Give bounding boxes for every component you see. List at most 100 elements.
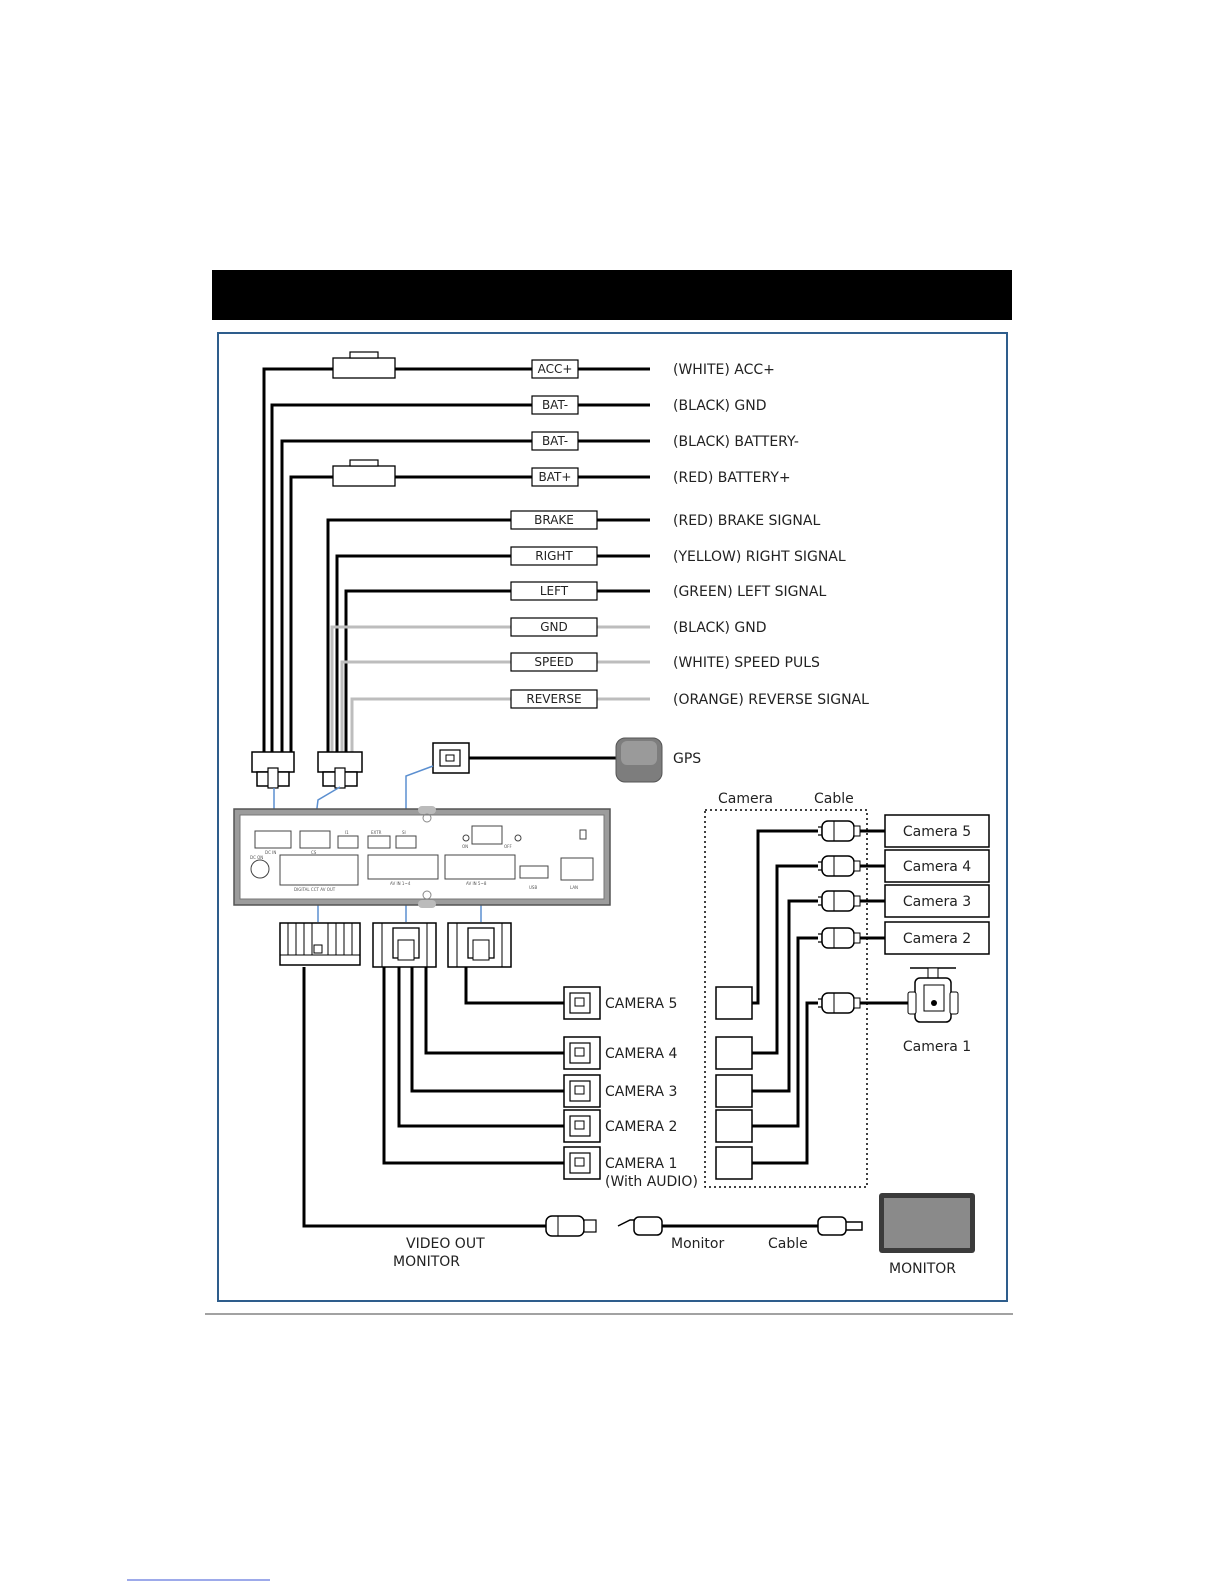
fuse-acc [332, 357, 396, 379]
wire-label: (RED) BRAKE SIGNAL [673, 513, 820, 529]
port-label-i1: I1 [345, 830, 349, 835]
wire-label: (GREEN) LEFT SIGNAL [673, 584, 826, 600]
monitor-cable [617, 1216, 863, 1236]
wire-tag: BAT+ [539, 470, 572, 484]
fuse-acc-cap [349, 351, 379, 359]
wire-tag: ACC+ [538, 362, 573, 376]
camera-connector-label: CAMERA 2 [605, 1119, 677, 1135]
camera-connector-label: CAMERA 5 [605, 996, 677, 1012]
wire-tag: BRAKE [534, 513, 574, 527]
camera-connector-label: CAMERA 1 [605, 1156, 677, 1172]
wire-label: (BLACK) GND [673, 620, 767, 636]
camera-name-label: Camera 4 [903, 859, 971, 875]
wire-tag-box [510, 689, 598, 709]
camera-connector [563, 1036, 601, 1070]
signal-plug [317, 751, 363, 789]
port-label-av-in-1: AV IN 1~4 [390, 881, 411, 886]
wire-tag-box [531, 467, 579, 487]
wire-tag-box [510, 617, 598, 637]
port-label-dc-in: DC IN [265, 850, 276, 855]
wire-tag-box [510, 652, 598, 672]
wire-tag-box [510, 581, 598, 601]
wire-label: (BLACK) BATTERY- [673, 434, 799, 450]
fuse-bat [332, 465, 396, 487]
port-label-off: OFF [504, 844, 512, 849]
wire-tag-box [531, 359, 579, 379]
wire-gnd [270, 403, 650, 765]
video-out-rca-plug [545, 1215, 597, 1237]
camera-cable-rca-head [818, 820, 861, 842]
camera-cable-rca-head [818, 927, 861, 949]
wire-label: (YELLOW) RIGHT SIGNAL [673, 549, 846, 565]
wire-signal-gnd [330, 625, 650, 765]
wire-tag-group: ACC+ (WHITE) ACC+ BAT- (BLACK) GND BAT- (BLAC… [510, 359, 869, 709]
wire-label: (BLACK) GND [673, 398, 767, 414]
camera-cable-box [704, 809, 868, 1188]
camera-cable-end-group [715, 820, 861, 1180]
power-plug [251, 751, 295, 789]
video-out-label-line2: MONITOR [393, 1254, 460, 1270]
camera-name-box [884, 814, 990, 848]
wire-tag: GND [540, 620, 568, 634]
camera-cable-plug [715, 1109, 753, 1143]
camera-connector-label: CAMERA 3 [605, 1084, 677, 1100]
camera-cable-plug [715, 986, 753, 1020]
wire-label: (WHITE) ACC+ [673, 362, 775, 378]
fuse-bat-cap [349, 459, 379, 467]
camera-connector [563, 1109, 601, 1143]
gps-antenna [432, 737, 663, 783]
video-out-label-line1: VIDEO OUT [406, 1236, 485, 1252]
dvr-port-labels: DC IN CS I1 EXTR SI ON OFF DC ON DIGITAL… [250, 830, 578, 892]
wire-label: (WHITE) SPEED PULS [673, 655, 820, 671]
monitor-cable-label-left: Monitor [671, 1236, 724, 1252]
wire-acc [262, 367, 650, 765]
camera-cable-plug [715, 1146, 753, 1180]
wire-tag: RIGHT [535, 549, 573, 563]
camera-cable-plug [715, 1036, 753, 1070]
camera-connector [563, 1074, 601, 1108]
wire-tag: BAT- [542, 398, 568, 412]
wire-left [344, 589, 650, 765]
camera-cable-rca-head [818, 890, 861, 912]
monitor-cable-label-right: Cable [768, 1236, 808, 1252]
wire-reverse [350, 697, 650, 765]
camera-cable-title-right: Cable [814, 791, 854, 807]
dvr-rear-panel [233, 806, 611, 908]
camera-connector [563, 986, 601, 1020]
camera-connector [563, 1146, 601, 1180]
av-in-5-8-connector [447, 922, 512, 968]
wire-tag: SPEED [534, 655, 573, 669]
port-label-on: ON [462, 844, 468, 849]
camera-name-box [884, 849, 990, 883]
port-label-av-in-2: AV IN 5~8 [466, 881, 487, 886]
header-bar [212, 270, 1012, 320]
av-out-connector [279, 922, 361, 966]
wire-tag: LEFT [540, 584, 569, 598]
camera-connector-label: CAMERA 4 [605, 1046, 677, 1062]
camera-name-label: Camera 3 [903, 894, 971, 910]
camera-cable-title-left: Camera [718, 791, 773, 807]
camera-1-device [907, 967, 959, 1023]
port-label-usb: USB [529, 885, 537, 890]
camera-cable-rca-head [818, 855, 861, 877]
camera-cable-plug [715, 1074, 753, 1108]
camera-name-box [884, 921, 990, 955]
camera-name-label: Camera 2 [903, 931, 971, 947]
wire-tag: BAT- [542, 434, 568, 448]
wire-label: (RED) BATTERY+ [673, 470, 791, 486]
monitor-device [879, 1193, 975, 1253]
gps-label: GPS [673, 751, 701, 767]
camera-cable-wires [752, 829, 910, 1165]
port-label-lan: LAN [570, 885, 578, 890]
wire-tag-box [510, 510, 598, 530]
wire-battery-neg [280, 439, 650, 765]
diagram-frame [217, 332, 1008, 1302]
camera-cable-rca-head [818, 992, 861, 1014]
wire-tag-box [531, 395, 579, 415]
port-label-dc-on: DC ON [250, 855, 263, 860]
wire-battery-pos [289, 475, 650, 765]
av-in-1-4-connector [372, 922, 437, 968]
